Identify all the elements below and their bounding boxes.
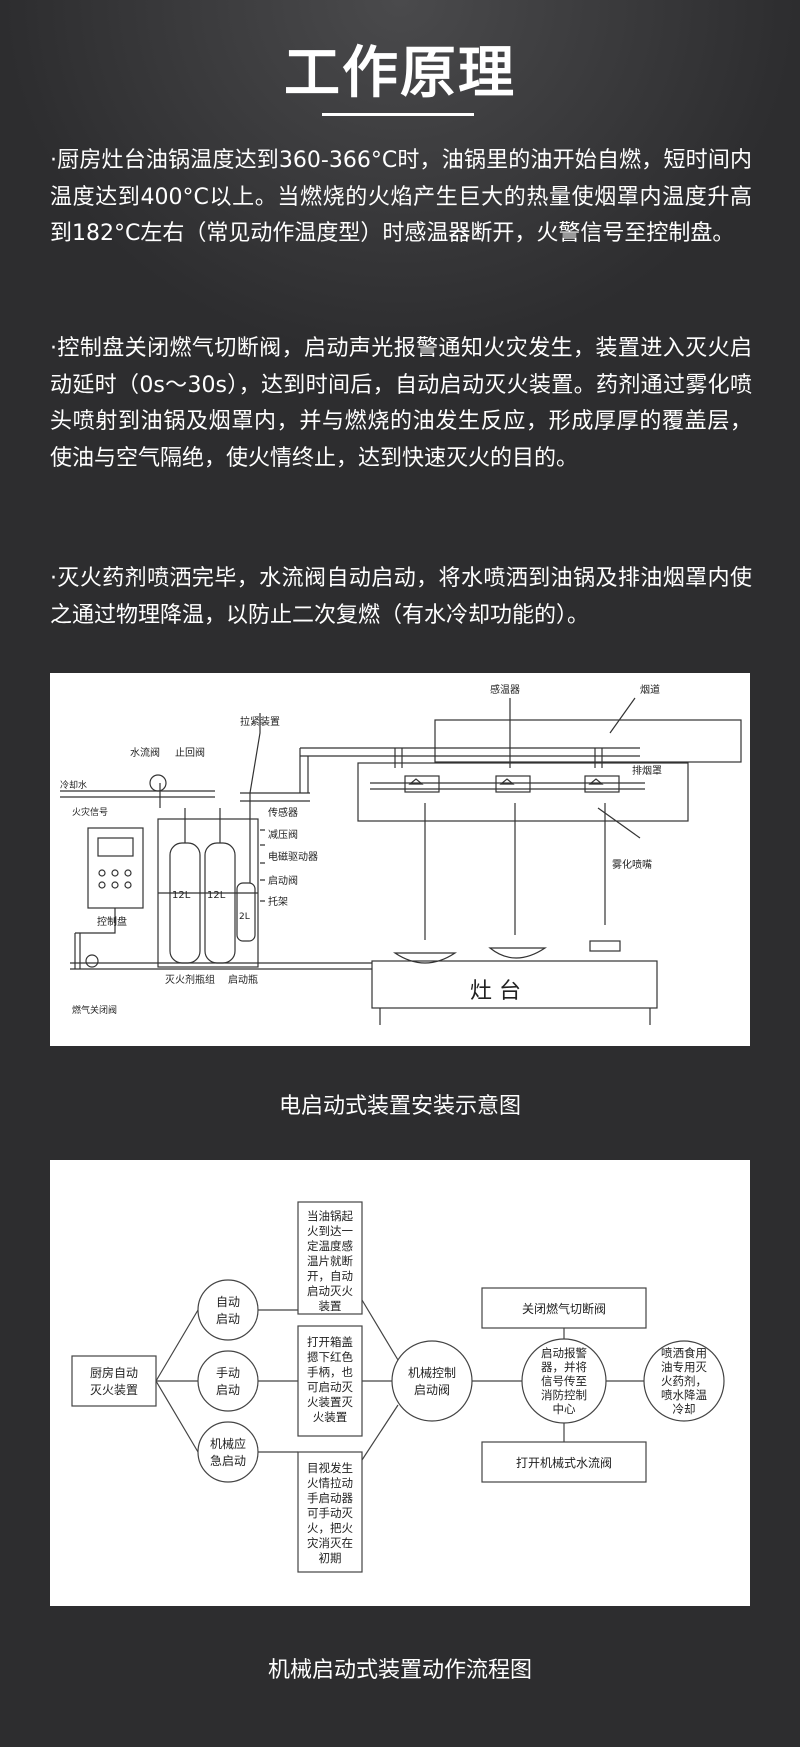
installation-diagram-svg: 感温器 烟道 拉紧装置 水流阀 止回阀 冷却水 火灾信号 传感器 减压阀 电磁驱… xyxy=(60,683,742,1025)
spray-l1: 喷洒食用 xyxy=(661,1346,707,1360)
manual-desc-l2: 摁下红色 xyxy=(307,1350,353,1364)
node-control-valve-l1: 机械控制 xyxy=(408,1365,456,1380)
node-control-valve-circle xyxy=(391,1340,473,1422)
diagram2-caption: 机械启动式装置动作流程图 xyxy=(267,1658,532,1683)
node-open-water: 打开机械式水流阀 xyxy=(516,1455,612,1470)
label-stove: 灶 台 xyxy=(470,979,521,1004)
spray-l4: 喷水降温 xyxy=(661,1388,707,1402)
node-mech-desc-box xyxy=(297,1451,363,1573)
auto-desc-l6: 启动灭火 xyxy=(307,1284,353,1298)
label-fire-signal: 火灾信号 xyxy=(72,806,108,818)
main-pipe xyxy=(299,747,640,793)
mech-desc-l2: 火情拉动 xyxy=(307,1476,353,1490)
flow-chart: 厨房自动 灭火装置 自动 启动 手动 启动 机械应 急启动 机械控制 启动阀 关… xyxy=(50,1160,750,1606)
installation-diagram: 感温器 烟道 拉紧装置 水流阀 止回阀 冷却水 火灾信号 传感器 减压阀 电磁驱… xyxy=(50,673,750,1046)
wok-1 xyxy=(393,952,457,964)
label-gas-valve: 燃气关闭阀 xyxy=(72,1004,117,1016)
spray-l3: 火药剂， xyxy=(661,1374,707,1388)
label-bottle-vol-1: 12L xyxy=(172,890,191,901)
mech-desc-l5: 火，把火 xyxy=(307,1521,353,1535)
alarm-l1: 启动报警 xyxy=(541,1346,587,1360)
node-manual-l2: 启动 xyxy=(216,1383,240,1397)
node-auto-l1: 自动 xyxy=(216,1295,240,1309)
auto-desc-l4: 温片就断 xyxy=(307,1254,353,1268)
node-close-gas: 关闭燃气切断阀 xyxy=(522,1301,606,1316)
mech-desc-l7: 初期 xyxy=(319,1551,342,1565)
mech-desc-l1: 目视发生 xyxy=(307,1461,353,1475)
mech-desc-l3: 手启动器 xyxy=(307,1491,353,1505)
spray-l2: 油专用灭 xyxy=(661,1360,707,1374)
label-control-panel: 控制盘 xyxy=(97,915,127,928)
label-reducer: 减压阀 xyxy=(268,828,298,841)
label-bottle-vol-2: 12L xyxy=(207,890,226,901)
background-glow xyxy=(0,0,800,360)
node-mech-l2: 急启动 xyxy=(210,1453,246,1468)
page-title: 工作原理 xyxy=(284,41,516,106)
label-sensor-top: 感温器 xyxy=(490,683,520,696)
manual-desc-l1: 打开箱盖 xyxy=(307,1335,353,1349)
label-agent-group: 灭火剂瓶组 xyxy=(165,973,215,986)
manual-desc-l4: 可启动灭 xyxy=(307,1380,353,1394)
auto-desc-l5: 开，自动 xyxy=(307,1269,353,1283)
node-auto-circle xyxy=(197,1279,259,1341)
node-device-l1: 厨房自动 xyxy=(90,1365,138,1380)
node-manual-l1: 手动 xyxy=(216,1366,240,1380)
node-auto-l2: 启动 xyxy=(216,1312,240,1326)
label-nozzle: 雾化喷嘴 xyxy=(612,858,652,871)
label-start-valve: 启动阀 xyxy=(268,874,298,887)
label-bracket: 托架 xyxy=(268,895,288,908)
node-device-box xyxy=(71,1355,157,1407)
alarm-l5: 中心 xyxy=(553,1402,576,1416)
title-underline xyxy=(322,113,474,116)
control-panel-box xyxy=(87,827,144,909)
flue-box xyxy=(434,719,742,763)
label-check-valve: 止回阀 xyxy=(175,746,205,759)
hood-box xyxy=(357,762,689,822)
flow-chart-svg: 厨房自动 灭火装置 自动 启动 手动 启动 机械应 急启动 机械控制 启动阀 关… xyxy=(71,1201,725,1573)
alarm-l3: 信号传至 xyxy=(541,1374,587,1388)
auto-desc-l2: 火到达一 xyxy=(307,1224,353,1238)
auto-desc-l7: 装置 xyxy=(319,1299,342,1313)
label-water-valve: 水流阀 xyxy=(130,746,160,759)
mech-desc-l4: 可手动灭 xyxy=(307,1506,353,1520)
paragraph-3: ·灭火药剂喷洒完毕，水流阀自动启动，将水喷洒到油锅及排油烟罩内使之通过物理降温，… xyxy=(50,566,752,628)
label-solenoid: 电磁驱动器 xyxy=(268,850,318,863)
paragraph-2: ·控制盘关闭燃气切断阀，启动声光报警通知火灾发生，装置进入灭火启动延时（0s～3… xyxy=(50,336,752,471)
alarm-l4: 消防控制 xyxy=(541,1388,587,1402)
label-cooling-water: 冷却水 xyxy=(60,779,87,791)
node-mech-circle xyxy=(197,1421,259,1483)
node-auto-desc-box xyxy=(297,1201,363,1315)
spray-l5: 冷却 xyxy=(673,1402,696,1416)
node-device-l2: 灭火装置 xyxy=(90,1383,138,1397)
mech-desc-l6: 灾消灭在 xyxy=(307,1536,353,1550)
alarm-l2: 器，并将 xyxy=(541,1360,587,1374)
manual-desc-l3: 手柄，也 xyxy=(307,1365,353,1379)
wok-2 xyxy=(488,947,547,959)
label-tension: 拉紧装置 xyxy=(240,715,280,728)
node-control-valve-l2: 启动阀 xyxy=(414,1383,450,1397)
label-sensor: 传感器 xyxy=(268,806,298,819)
stove-body xyxy=(371,960,658,1009)
diagram1-caption: 电启动式装置安装示意图 xyxy=(278,1094,521,1119)
paragraph-1: ·厨房灶台油锅温度达到360-366°C时，油锅里的油开始自燃，短时间内温度达到… xyxy=(50,148,752,246)
manual-desc-l5: 火装置灭 xyxy=(307,1395,353,1409)
label-small-bottle: 2L xyxy=(239,912,250,922)
node-manual-circle xyxy=(197,1350,259,1412)
auto-desc-l3: 定温度感 xyxy=(307,1239,353,1253)
pot xyxy=(589,940,621,952)
label-hood: 排烟罩 xyxy=(632,764,662,777)
label-start-bottle: 启动瓶 xyxy=(228,973,258,986)
auto-desc-l1: 当油锅起 xyxy=(307,1209,353,1223)
manual-desc-l6: 火装置 xyxy=(313,1410,348,1424)
label-flue: 烟道 xyxy=(640,683,660,696)
node-mech-l1: 机械应 xyxy=(210,1436,246,1451)
